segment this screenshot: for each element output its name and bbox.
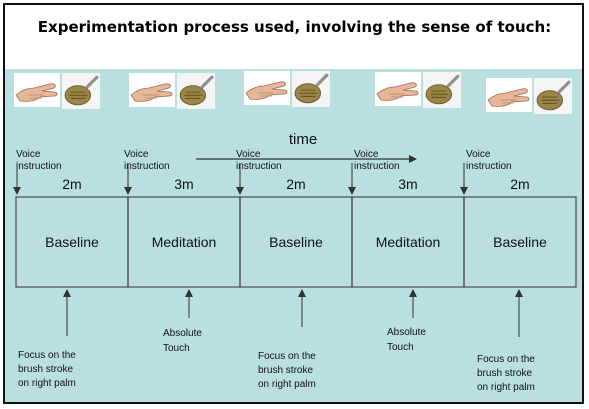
focus-note: Focus on the [18,350,76,361]
voice-instruction-label: instruction [236,161,282,172]
voice-instruction-label: instruction [466,161,512,172]
focus-note: on right palm [477,382,535,393]
voice-instruction-label: instruction [124,161,170,172]
voice-instruction-label: instruction [16,161,62,172]
diagram-background [5,69,582,402]
focus-note: brush stroke [18,364,73,375]
focus-note: Focus on the [477,354,535,365]
focus-note: brush stroke [258,365,313,376]
phase-label: Baseline [45,234,99,250]
duration-label: 2m [510,176,529,192]
phase-label: Baseline [493,234,547,250]
focus-note: Focus on the [258,351,316,362]
duration-label: 3m [398,176,417,192]
hand-icon [244,71,290,105]
hand-icon [375,72,421,106]
phase-label: Meditation [376,234,441,250]
duration-label: 2m [286,176,305,192]
brush-icon [534,78,572,114]
hand-icon [129,73,175,107]
focus-note: on right palm [258,379,316,390]
absolute-touch-note: Touch [163,343,190,354]
brush-icon [62,73,100,109]
brush-icon [292,71,330,107]
focus-note: brush stroke [477,368,532,379]
absolute-touch-note: Absolute [387,327,426,338]
brush-icon [423,72,461,108]
duration-label: 2m [62,176,81,192]
absolute-touch-note: Touch [387,342,414,353]
duration-label: 3m [174,176,193,192]
hand-icon [14,73,60,107]
brush-icon [177,73,215,109]
hand-icon [486,78,532,112]
time-label: time [289,131,317,148]
voice-instruction-label: instruction [354,161,400,172]
absolute-touch-note: Absolute [163,328,202,339]
focus-note: on right palm [18,378,76,389]
voice-instruction-label: Voice [124,149,149,160]
phase-label: Meditation [152,234,217,250]
phase-box [463,196,577,288]
voice-instruction-label: Voice [16,149,41,160]
figure-title: Experimentation process used, involving … [37,18,552,36]
voice-instruction-label: Voice [354,149,379,160]
phase-label: Baseline [269,234,323,250]
voice-instruction-label: Voice [466,149,491,160]
voice-instruction-label: Voice [236,149,261,160]
